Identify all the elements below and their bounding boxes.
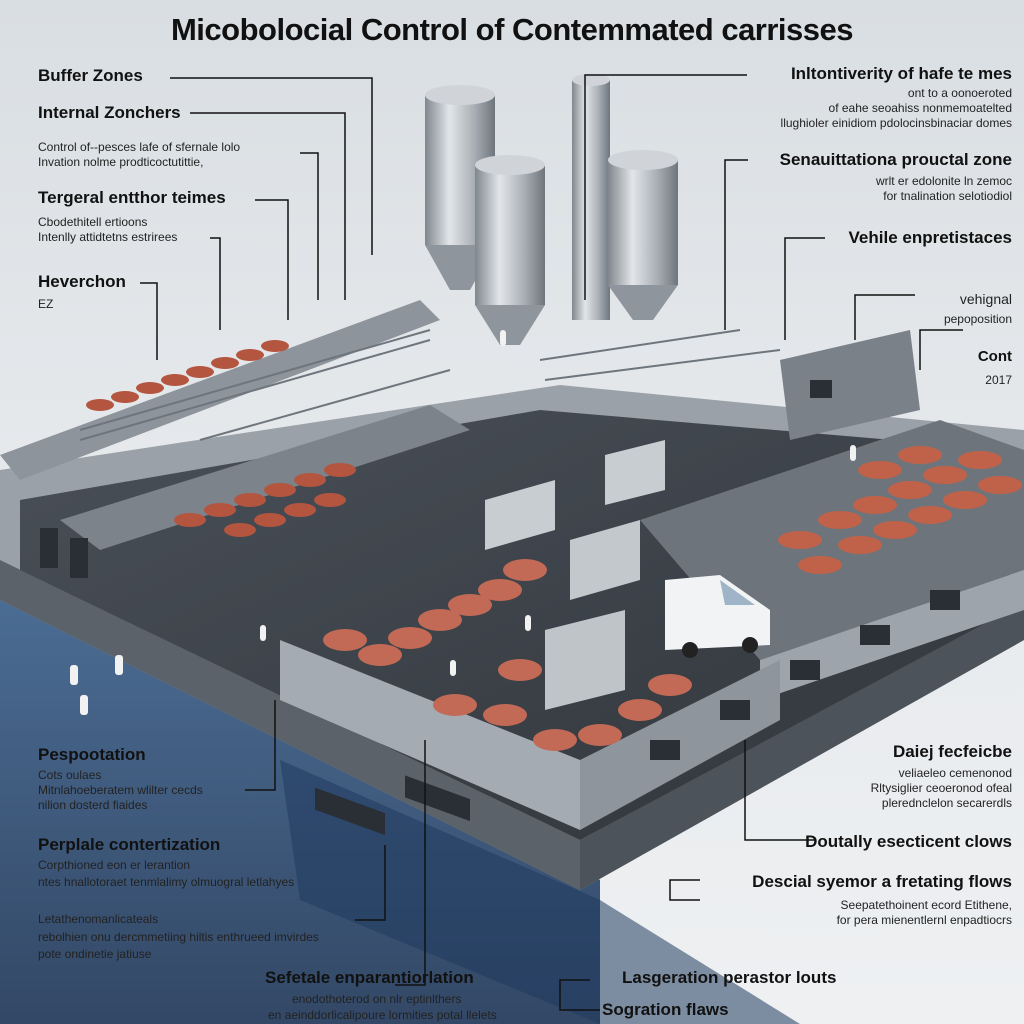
control-line-1: Control of--pesces lafe of sfernale lolo xyxy=(38,140,241,154)
h1-line-1: ont to a oonoeroted xyxy=(907,86,1012,100)
diagram-title: Micobolocial Control of Contemmated carr… xyxy=(170,12,854,47)
label-vehile: Vehile enpretistaces xyxy=(848,228,1012,247)
descial-line-1: Seepatethoinent ecord Etithene, xyxy=(840,898,1012,912)
h1-line-3: llughioler einidiom pdolocinsbinaciar do… xyxy=(780,116,1012,130)
workers xyxy=(70,330,856,715)
label-internal-zonchers: Internal Zonchers xyxy=(38,103,181,122)
perplale-line-2: ntes hnallotoraet tenmlalimy olmuogral l… xyxy=(38,875,295,889)
silos xyxy=(425,74,678,345)
pespo-line-1: Cots oulaes xyxy=(38,768,102,782)
label-tergeral: Tergeral entthor teimes xyxy=(38,188,226,207)
carcass-rows-left xyxy=(86,340,356,537)
label-senauittationa: Senauittationa prouctal zone xyxy=(779,150,1012,169)
piping xyxy=(79,329,821,536)
base-right-wall xyxy=(580,600,1024,890)
leader-lines xyxy=(140,74,963,1011)
label-pepoposition: pepoposition xyxy=(943,312,1012,326)
label-vehignal: vehignal xyxy=(959,291,1012,307)
leta-line-2: rebolhien onu dercmmetiing hiltis enthru… xyxy=(38,930,319,944)
tergeral-line-1: Cbodethitell ertioons xyxy=(38,215,148,229)
label-sogration: Sogration flaws xyxy=(602,1000,729,1019)
sefetale-line-1: enodothoterod on nlr eptinlthers xyxy=(292,992,462,1006)
label-inltontiverity: Inltontiverity of hafe te mes xyxy=(790,64,1012,83)
pespo-line-3: nilion dosterd fiaides xyxy=(38,798,148,812)
label-perplale: Perplale contertization xyxy=(38,835,221,854)
label-pespootation: Pespootation xyxy=(38,745,146,764)
descial-line-2: for pera mienentlernl enpadtiocrs xyxy=(836,913,1012,927)
heverchon-sub: EZ xyxy=(38,297,54,311)
daiej-line-2: Rltysiglier ceoeronod ofeal xyxy=(870,781,1012,795)
label-descial: Descial syemor a fretating flows xyxy=(752,872,1012,891)
pespo-line-2: Mitnlahoeberatem wlilter cecds xyxy=(38,783,203,797)
perplale-line-1: Corpthioned eon er lerantion xyxy=(38,858,191,872)
label-doutally: Doutally esecticent clows xyxy=(805,832,1012,851)
central-pen-wall xyxy=(280,640,580,830)
label-sefetale: Sefetale enparantiorlation xyxy=(265,968,474,987)
label-daiej: Daiej fecfeicbe xyxy=(892,742,1012,761)
h1-line-2: of eahe seoahiss nonmemoatelted xyxy=(828,101,1012,115)
sefetale-line-2: en aeinddorlicalipoure lormities potal l… xyxy=(268,1008,497,1022)
control-line-2: Invation nolme prodticoctutittie, xyxy=(38,155,204,169)
label-cont: Cont xyxy=(977,348,1012,365)
carcass-pile-right xyxy=(778,446,1022,574)
van xyxy=(665,575,770,658)
h2-line-2: for tnalination selotiodiol xyxy=(883,189,1012,203)
daiej-line-1: veliaeleo cemenonod xyxy=(898,766,1012,780)
label-buffer-zones: Buffer Zones xyxy=(38,66,143,85)
leta-line-3: pote ondinetie jatiuse xyxy=(38,947,152,961)
label-year: 2017 xyxy=(985,373,1012,387)
daiej-line-3: plerednclelon secarerdls xyxy=(881,796,1012,810)
label-lasgeration: Lasgeration perastor louts xyxy=(622,968,837,987)
windows xyxy=(40,528,960,836)
containers xyxy=(485,330,920,710)
tergeral-line-2: Intenlly attidtetns estrirees xyxy=(38,230,178,244)
leta-line-1: Letathenomanlicateals xyxy=(38,912,159,926)
h2-line-1: wrlt er edolonite ln zemoc xyxy=(875,174,1012,188)
label-heverchon: Heverchon xyxy=(38,272,126,291)
ground-shadow xyxy=(280,760,800,1024)
mid-hall-wall xyxy=(60,405,470,550)
